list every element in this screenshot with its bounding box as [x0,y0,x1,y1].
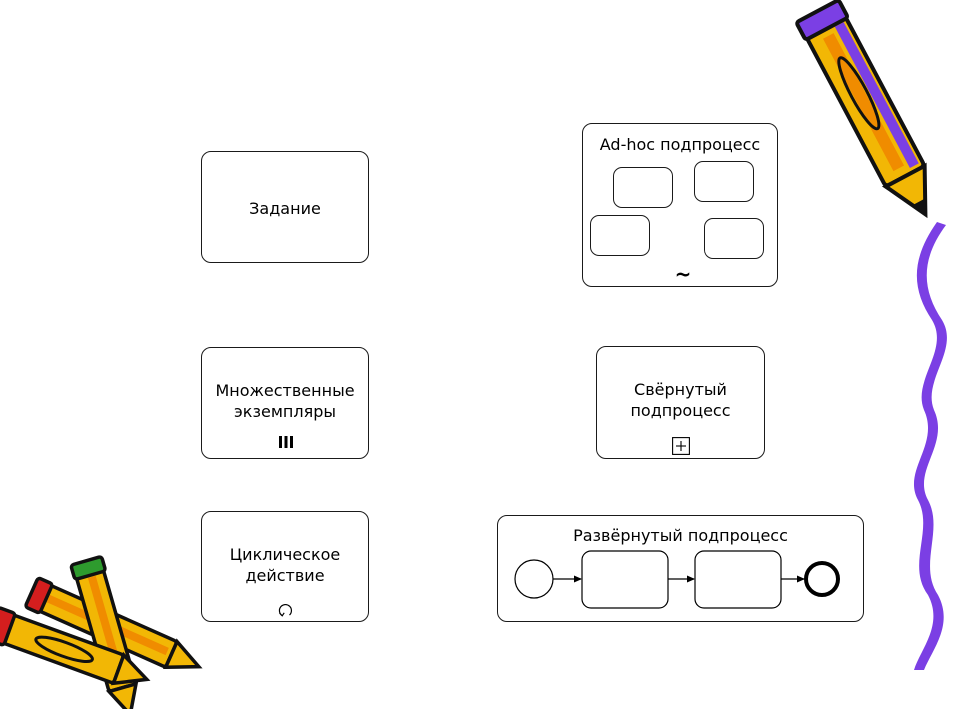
ad-hoc-inner-task [613,167,673,208]
expanded-subprocess-box: Развёрнутый подпроцесс [497,515,864,622]
loop-marker-icon [278,604,292,617]
loop-label: Циклическое действие [229,545,341,585]
collapsed-subprocess-box: Свёрнутый подпроцесс [596,346,765,459]
plus-icon [672,437,690,455]
multi-instance-marker-icon [279,436,293,448]
ad-hoc-inner-task [704,218,764,259]
multi-instance-box: Множественные экземпляры [201,347,369,459]
ad-hoc-label: Ad-hoc подпроцесс [599,135,761,154]
ad-hoc-inner-task [694,161,754,202]
expanded-flow [514,550,840,609]
multi-instance-label: Множественные экземпляры [215,381,355,421]
expanded-label: Развёрнутый подпроцесс [573,526,788,545]
ad-hoc-marker: ~ [674,262,692,286]
task-box: Задание [201,151,369,263]
collapsed-label: Свёрнутый подпроцесс [630,380,731,420]
loop-box: Циклическое действие [201,511,369,622]
ad-hoc-subprocess-box: Ad-hoc подпроцесс ~ [582,123,778,287]
ad-hoc-inner-task [590,215,650,256]
end-event-icon [804,561,840,597]
task-label: Задание [249,199,321,218]
